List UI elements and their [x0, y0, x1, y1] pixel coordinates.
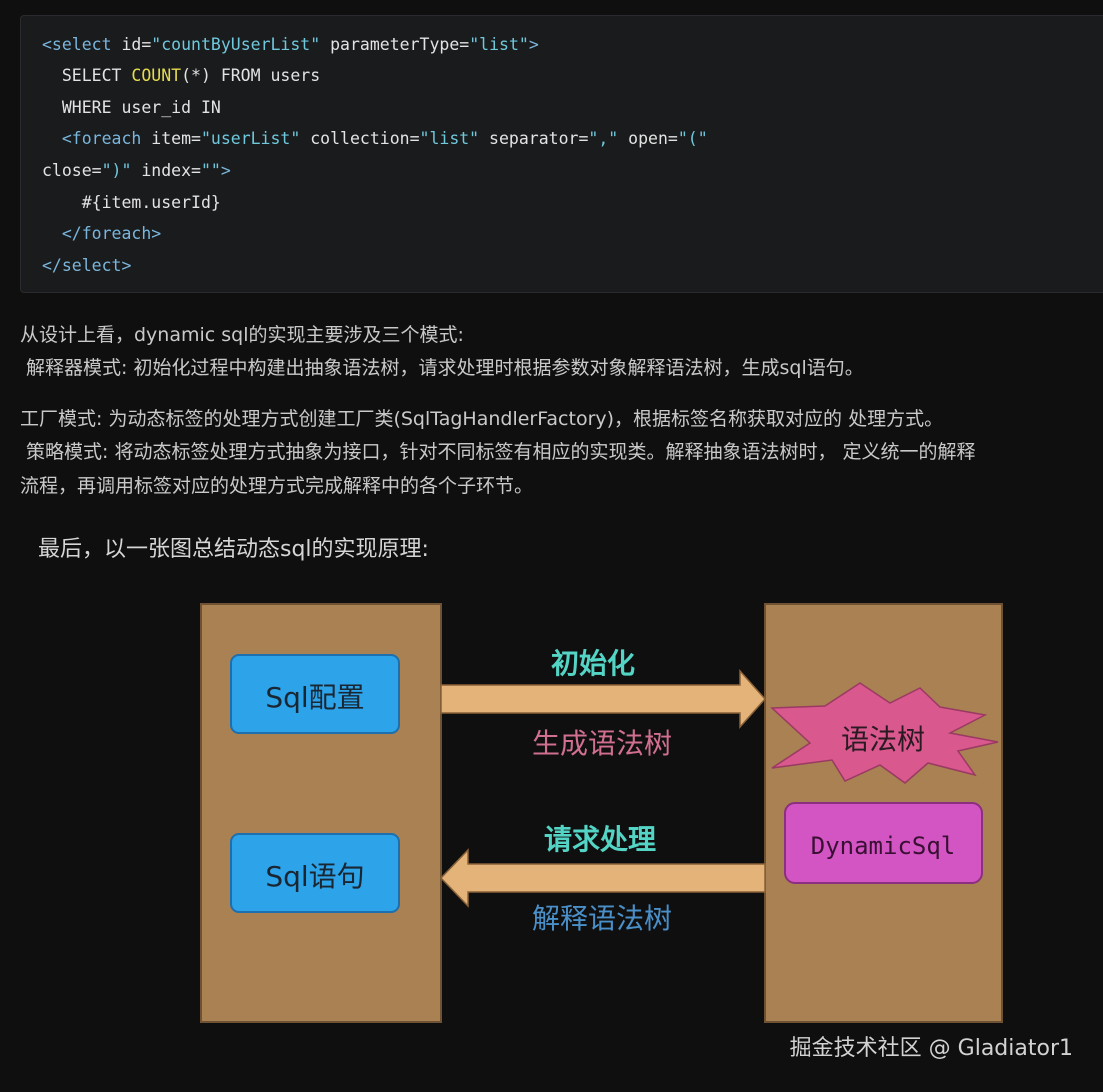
paragraph-design-intro: 从设计上看，dynamic sql的实现主要涉及三个模式: — [20, 324, 464, 346]
sql-config-box — [230, 654, 400, 734]
code-token: #{item.userId} — [42, 193, 221, 212]
syntax-tree-star — [770, 682, 999, 784]
dynamic-sql-label: DynamicSql — [811, 832, 956, 860]
paragraph-interpreter-pattern: 解释器模式: 初始化过程中构建出抽象语法树，请求处理时根据参数对象解释语法树，生… — [20, 357, 864, 379]
sql-statement-box — [230, 833, 400, 913]
dynamic-sql-diagram: Sql配置 Sql语句 初始化 生成语法树 请求处理 解释语法树 语法树 Dyn… — [200, 603, 1003, 1023]
code-token: </select> — [42, 256, 132, 275]
paragraph-strategy-pattern-cont: 流程，再调用标签对应的处理方式完成解释中的各个子环节。 — [20, 475, 534, 497]
code-token: ")" — [101, 161, 132, 180]
watermark: 掘金技术社区 @ Gladiator1 — [789, 1036, 1073, 1061]
code-token: id= — [111, 35, 152, 54]
code-token: collection= — [300, 129, 420, 148]
code-token: "," — [588, 129, 619, 148]
code-token: item= — [141, 129, 201, 148]
code-token: index= — [131, 161, 201, 180]
code-token: > — [220, 161, 231, 180]
code-line: <foreach item="userList" collection="lis… — [42, 127, 708, 151]
code-token: "list" — [419, 129, 480, 148]
summary-heading: 最后，以一张图总结动态sql的实现原理: — [38, 537, 429, 562]
code-line: </foreach> — [42, 222, 161, 246]
sql-config-label: Sql配置 — [265, 681, 364, 714]
code-token: (*) FROM users — [181, 66, 321, 85]
request-arrow — [439, 848, 766, 908]
init-arrow-sublabel: 生成语法树 — [532, 727, 672, 760]
sql-statement-label: Sql语句 — [265, 860, 364, 893]
code-token: parameterType= — [320, 35, 470, 54]
code-token: close= — [42, 161, 102, 180]
code-token: "(" — [677, 129, 708, 148]
code-token: COUNT — [131, 66, 182, 85]
init-arrow-label: 初始化 — [551, 647, 635, 680]
code-token: </foreach> — [42, 224, 162, 243]
code-line: close=")" index=""> — [42, 159, 231, 183]
code-line: #{item.userId} — [42, 191, 221, 215]
code-token: > — [528, 35, 539, 54]
code-token: separator= — [479, 129, 589, 148]
code-token: <foreach — [42, 129, 142, 148]
code-line: </select> — [42, 254, 131, 278]
code-line: <select id="countByUserList" parameterTy… — [42, 33, 539, 57]
request-arrow-sublabel: 解释语法树 — [532, 902, 672, 935]
code-token: SELECT — [42, 66, 132, 85]
paragraph-factory-pattern: 工厂模式: 为动态标签的处理方式创建工厂类(SqlTagHandlerFacto… — [20, 408, 944, 430]
code-token: "" — [200, 161, 221, 180]
request-arrow-label: 请求处理 — [544, 823, 656, 856]
code-block: <select id="countByUserList" parameterTy… — [20, 15, 1103, 293]
code-token: open= — [618, 129, 678, 148]
code-token: "countByUserList" — [151, 35, 321, 54]
code-token: "userList" — [200, 129, 301, 148]
code-token: "list" — [469, 35, 529, 54]
code-token: WHERE user_id IN — [42, 98, 221, 117]
paragraph-strategy-pattern: 策略模式: 将动态标签处理方式抽象为接口，针对不同标签有相应的实现类。解释抽象语… — [20, 441, 976, 463]
init-arrow — [440, 669, 767, 729]
code-line: WHERE user_id IN — [42, 96, 221, 120]
code-token: <select — [42, 35, 112, 54]
code-line: SELECT COUNT(*) FROM users — [42, 64, 320, 88]
dynamic-sql-box — [784, 802, 983, 884]
syntax-tree-label: 语法树 — [841, 723, 925, 756]
